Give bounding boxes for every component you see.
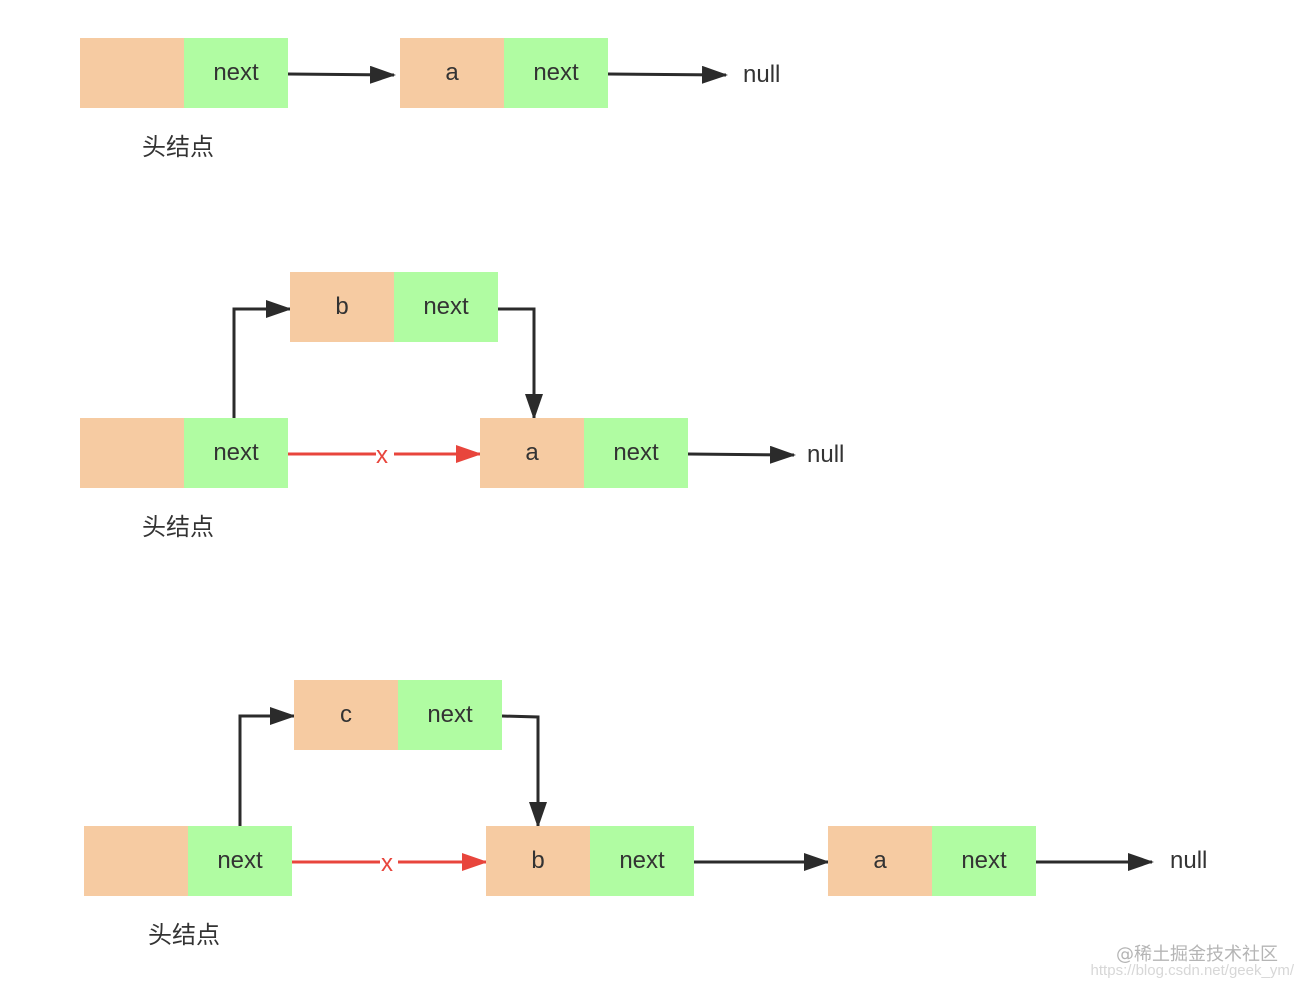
d2-arrow-b-to-a (498, 307, 543, 420)
d3-node-c-data-cell: c (294, 680, 398, 750)
d3-node-b: b next (486, 826, 694, 896)
d3-node-a-data-cell: a (828, 826, 932, 896)
d1-head-data-cell (80, 38, 184, 108)
d1-node-a: a next (400, 38, 608, 108)
d3-head-label: 头结点 (148, 922, 220, 949)
d1-head-node: next (80, 38, 288, 108)
d2-arrow-a-to-null (687, 445, 796, 464)
d3-node-a-next-cell: next (932, 826, 1036, 896)
d3-head-next-cell: next (188, 826, 292, 896)
d1-null-label: null (743, 61, 781, 88)
d2-broken-link-mark: x (376, 442, 388, 469)
d2-inserted-node-b: b next (290, 272, 498, 342)
d3-broken-link-mark: x (381, 850, 393, 877)
d3-node-b-next-cell: next (590, 826, 694, 896)
d2-null-label: null (807, 441, 845, 468)
d3-head-node: next (84, 826, 292, 896)
d3-arrow-c-to-b (501, 714, 547, 828)
d1-node-a-data-cell: a (400, 38, 504, 108)
d3-inserted-node-c: c next (294, 680, 502, 750)
d3-arrow-head-to-c (238, 707, 296, 826)
watermark-brand: @稀土掘金技术社区 (1116, 944, 1278, 965)
d2-node-b-next-cell: next (394, 272, 498, 342)
d1-head-label: 头结点 (142, 134, 214, 161)
d1-arrow-a-to-null (607, 65, 728, 84)
d2-head-next-cell: next (184, 418, 288, 488)
d2-node-a-next-cell: next (584, 418, 688, 488)
d2-node-a: a next (480, 418, 688, 488)
watermark-url: https://blog.csdn.net/geek_ym/ (1090, 962, 1294, 979)
d2-head-node: next (80, 418, 288, 488)
d2-arrow-head-to-b (232, 300, 292, 418)
d3-node-b-data-cell: b (486, 826, 590, 896)
d1-head-next-cell: next (184, 38, 288, 108)
d1-node-a-next-cell: next (504, 38, 608, 108)
d3-node-a: a next (828, 826, 1036, 896)
d2-node-b-data-cell: b (290, 272, 394, 342)
d3-null-label: null (1170, 847, 1208, 874)
d2-node-a-data-cell: a (480, 418, 584, 488)
d2-head-data-cell (80, 418, 184, 488)
d1-arrow-head-to-a (287, 65, 396, 84)
d2-head-label: 头结点 (142, 514, 214, 541)
d3-node-c-next-cell: next (398, 680, 502, 750)
d3-head-data-cell (84, 826, 188, 896)
